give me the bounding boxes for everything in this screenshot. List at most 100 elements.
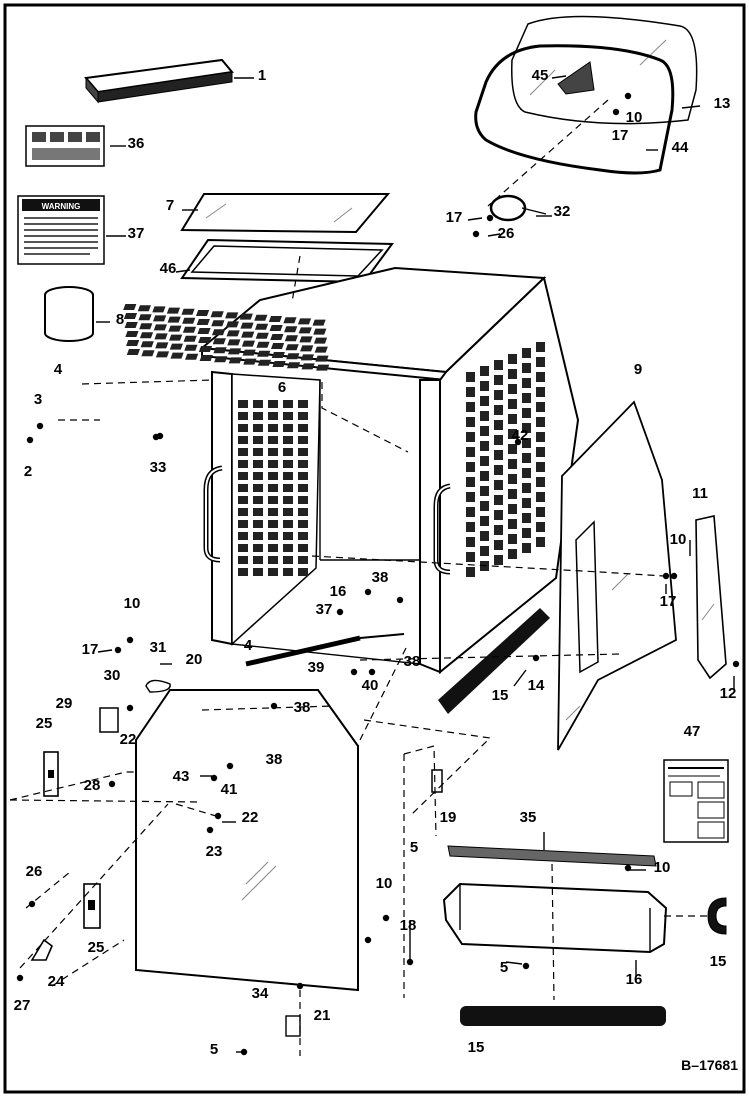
callout-41: 41 (221, 781, 238, 798)
callout-26: 26 (498, 225, 515, 242)
hardware-fasteners (16, 92, 740, 1056)
part-latch-bracket (30, 938, 53, 961)
callout-leaders (96, 75, 735, 1053)
callout-27: 27 (14, 997, 31, 1014)
callout-46: 46 (160, 260, 177, 277)
callout-18: 18 (400, 917, 417, 934)
assembly-leader-lines (9, 99, 708, 1056)
callout-22: 22 (242, 809, 259, 826)
callout-43: 43 (173, 768, 190, 785)
callout-17: 17 (660, 593, 677, 610)
callout-28: 28 (84, 777, 101, 794)
callout-8: 8 (116, 311, 124, 328)
part-instruction-sheet (663, 759, 729, 843)
callout-13: 13 (714, 95, 731, 112)
callout-16: 16 (330, 583, 347, 600)
part-door-handle (145, 679, 171, 693)
callout-12: 12 (720, 685, 737, 702)
callout-15: 15 (492, 687, 509, 704)
part-c-clip (707, 897, 727, 935)
callout-15: 15 (468, 1039, 485, 1056)
callout-42: 42 (512, 427, 529, 444)
callout-38: 38 (404, 653, 421, 670)
part-cab-frame (123, 266, 580, 675)
callout-5: 5 (500, 959, 508, 976)
callout-11: 11 (692, 485, 708, 502)
part-seal-strip-side (438, 608, 550, 714)
part-hinge-strip (447, 845, 657, 867)
callout-10: 10 (124, 595, 141, 612)
callout-4: 4 (54, 361, 63, 378)
callout-10: 10 (670, 531, 687, 548)
callout-4: 4 (244, 637, 253, 654)
callout-labels: 1363774684326334510171344321726429111017… (14, 67, 737, 1058)
callout-10: 10 (654, 859, 671, 876)
callout-22: 22 (120, 731, 137, 748)
callout-5: 5 (210, 1041, 218, 1058)
callout-37: 37 (316, 601, 333, 618)
diagram-border (3, 3, 746, 1094)
callout-38: 38 (266, 751, 283, 768)
callout-32: 32 (554, 203, 571, 220)
callout-14: 14 (528, 677, 545, 694)
callout-34: 34 (252, 985, 269, 1002)
callout-38: 38 (372, 569, 389, 586)
warning-decal-title: WARNING (42, 202, 81, 211)
callout-17: 17 (82, 641, 99, 658)
part-decal-sheet (25, 125, 105, 167)
callout-25: 25 (36, 715, 53, 732)
callout-19: 19 (440, 809, 457, 826)
callout-3: 3 (34, 391, 42, 408)
callout-17: 17 (612, 127, 629, 144)
callout-30: 30 (104, 667, 121, 684)
part-hinge-lower (83, 883, 101, 929)
part-warning-decal: WARNING (17, 195, 105, 265)
part-cylinder-filter (44, 286, 94, 342)
callout-17: 17 (446, 209, 463, 226)
callout-45: 45 (532, 67, 549, 84)
callout-10: 10 (376, 875, 393, 892)
callout-36: 36 (128, 135, 145, 152)
callout-24: 24 (48, 973, 65, 990)
callout-21: 21 (314, 1007, 331, 1024)
callout-26: 26 (26, 863, 43, 880)
callout-9: 9 (634, 361, 642, 378)
callout-15: 15 (710, 953, 727, 970)
callout-37: 37 (128, 225, 145, 242)
callout-29: 29 (56, 695, 73, 712)
callout-33: 33 (150, 459, 167, 476)
part-window-latch (557, 61, 595, 95)
callout-10: 10 (626, 109, 643, 126)
callout-16: 16 (626, 971, 643, 988)
part-gas-strut (245, 633, 405, 667)
callout-31: 31 (150, 639, 167, 656)
part-latch-plate (285, 1015, 301, 1037)
part-rear-window-seal (474, 44, 675, 175)
callout-47: 47 (684, 723, 701, 740)
part-door (135, 689, 359, 992)
callout-35: 35 (520, 809, 537, 826)
callout-7: 7 (166, 197, 174, 214)
part-seal-strip-bottom (460, 1006, 666, 1026)
callout-23: 23 (206, 843, 223, 860)
callout-6: 6 (278, 379, 286, 396)
part-hinge-upper (43, 751, 59, 797)
part-ring-clamp (489, 194, 547, 222)
part-side-glass-strip (695, 515, 727, 680)
part-filter-element (84, 58, 234, 104)
figure-id: B–17681 (681, 1057, 738, 1073)
callout-1: 1 (258, 67, 266, 84)
callout-39: 39 (308, 659, 325, 676)
callout-25: 25 (88, 939, 105, 956)
callout-44: 44 (672, 139, 689, 156)
part-latch-block (99, 707, 119, 733)
part-step-cover (442, 882, 668, 954)
callout-20: 20 (186, 651, 203, 668)
part-door-check-bracket (431, 769, 443, 793)
callout-40: 40 (362, 677, 379, 694)
part-rear-window (511, 15, 698, 125)
part-side-window (557, 400, 677, 751)
callout-38: 38 (294, 699, 311, 716)
